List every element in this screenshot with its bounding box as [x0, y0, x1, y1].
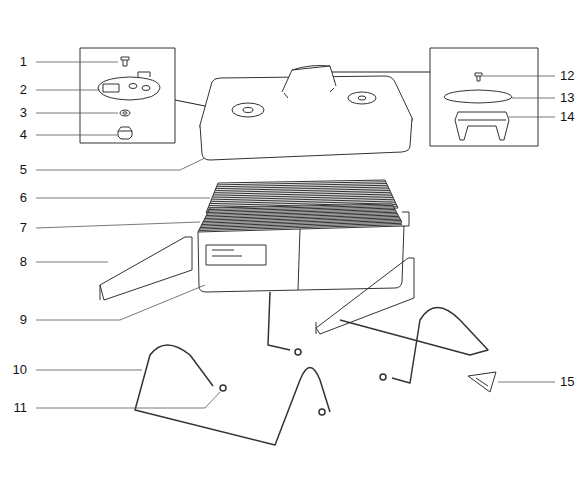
callout-number: 10 [12, 363, 28, 377]
wire-leg [135, 292, 488, 445]
callout-number: 5 [19, 163, 28, 177]
callout-number: 12 [559, 69, 575, 83]
callout-number: 2 [19, 83, 28, 97]
detail-box [430, 48, 538, 146]
callout-number: 15 [559, 375, 575, 389]
callout-number: 8 [19, 255, 28, 269]
callout-number: 7 [19, 221, 28, 235]
callout-number: 13 [559, 91, 575, 105]
lid [200, 66, 412, 161]
clip-part [468, 372, 496, 392]
leader-lines [36, 62, 555, 408]
firebox [198, 204, 409, 292]
callout-number: 9 [19, 313, 28, 327]
callout-number: 11 [13, 401, 29, 415]
callout-number: 6 [19, 191, 28, 205]
callout-number: 3 [19, 106, 28, 120]
callout-number: 4 [19, 128, 28, 142]
knob-parts [98, 57, 160, 139]
callout-number: 14 [559, 110, 575, 124]
handle-parts [444, 73, 512, 140]
leg-bracket [100, 237, 414, 334]
callout-number: 1 [19, 55, 28, 69]
